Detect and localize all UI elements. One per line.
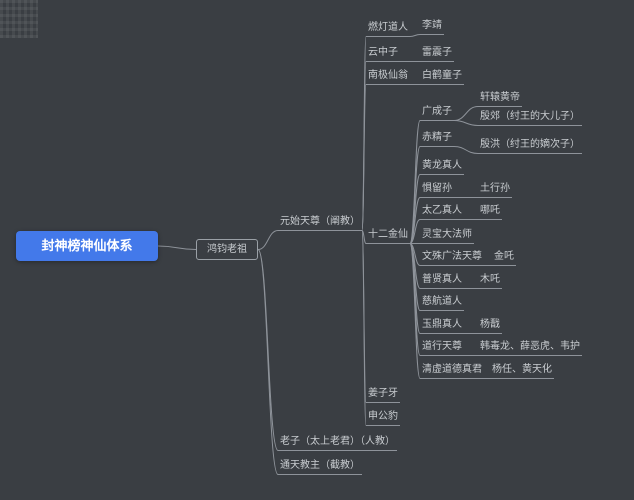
watermark — [0, 0, 38, 38]
node-juliusun[interactable]: 惧留孙 — [420, 181, 454, 198]
node-chijingzi[interactable]: 赤精子 — [420, 130, 454, 147]
node-huanglong-zhenren[interactable]: 黄龙真人 — [420, 158, 464, 175]
node-baihe-tongzi[interactable]: 白鹤童子 — [420, 68, 464, 85]
node-yangjian[interactable]: 杨戬 — [478, 317, 502, 334]
node-lijing[interactable]: 李靖 — [420, 18, 444, 35]
node-leizhenzi[interactable]: 雷震子 — [420, 45, 454, 62]
node-yuanshi-tianzun[interactable]: 元始天尊（阐教） — [278, 214, 362, 231]
node-yinhong[interactable]: 殷洪（纣王的嫡次子） — [478, 137, 582, 154]
node-tuxingsun[interactable]: 土行孙 — [478, 181, 512, 198]
node-lingbao-dafashi[interactable]: 灵宝大法师 — [420, 227, 474, 244]
node-nanji-xianweng[interactable]: 南极仙翁 — [366, 68, 410, 85]
node-xuanyuan-huangdi[interactable]: 轩辕黄帝 — [478, 90, 522, 107]
node-shier-jinxian[interactable]: 十二金仙 — [366, 227, 410, 244]
node-yuding-zhenren[interactable]: 玉鼎真人 — [420, 317, 464, 334]
node-cihang-daoren[interactable]: 慈航道人 — [420, 294, 464, 311]
node-wenshu-guangfa-tianzun[interactable]: 文殊广法天尊 — [420, 249, 484, 266]
node-laozi[interactable]: 老子（太上老君）（人教） — [278, 434, 397, 451]
node-guangchengzi[interactable]: 广成子 — [420, 104, 454, 121]
node-hongjun-laozu[interactable]: 鸿钧老祖 — [196, 239, 258, 260]
node-jiangziya[interactable]: 姜子牙 — [366, 386, 400, 403]
node-daoxing-students[interactable]: 韩毒龙、薛恶虎、韦护 — [478, 339, 582, 356]
node-qingxu-students[interactable]: 杨任、黄天化 — [490, 362, 554, 379]
node-randeng-daoren[interactable]: 燃灯道人 — [366, 20, 410, 37]
node-nezha[interactable]: 哪吒 — [478, 203, 502, 220]
node-tongtian-jiaozhu[interactable]: 通天教主（截教） — [278, 458, 362, 475]
node-qingxu-daode-zhenjun[interactable]: 清虚道德真君 — [420, 362, 484, 379]
node-yinjiao[interactable]: 殷郊（纣王的大儿子） — [478, 109, 582, 126]
root-node[interactable]: 封神榜神仙体系 — [16, 231, 158, 261]
node-jinzha[interactable]: 金吒 — [492, 249, 516, 266]
node-shengongbao[interactable]: 申公豹 — [366, 409, 400, 426]
node-muzha[interactable]: 木吒 — [478, 272, 502, 289]
node-yunzhongzi[interactable]: 云中子 — [366, 45, 400, 62]
node-daoxing-tianzun[interactable]: 道行天尊 — [420, 339, 464, 356]
node-taiyi-zhenren[interactable]: 太乙真人 — [420, 203, 464, 220]
node-puxian-zhenren[interactable]: 普贤真人 — [420, 272, 464, 289]
